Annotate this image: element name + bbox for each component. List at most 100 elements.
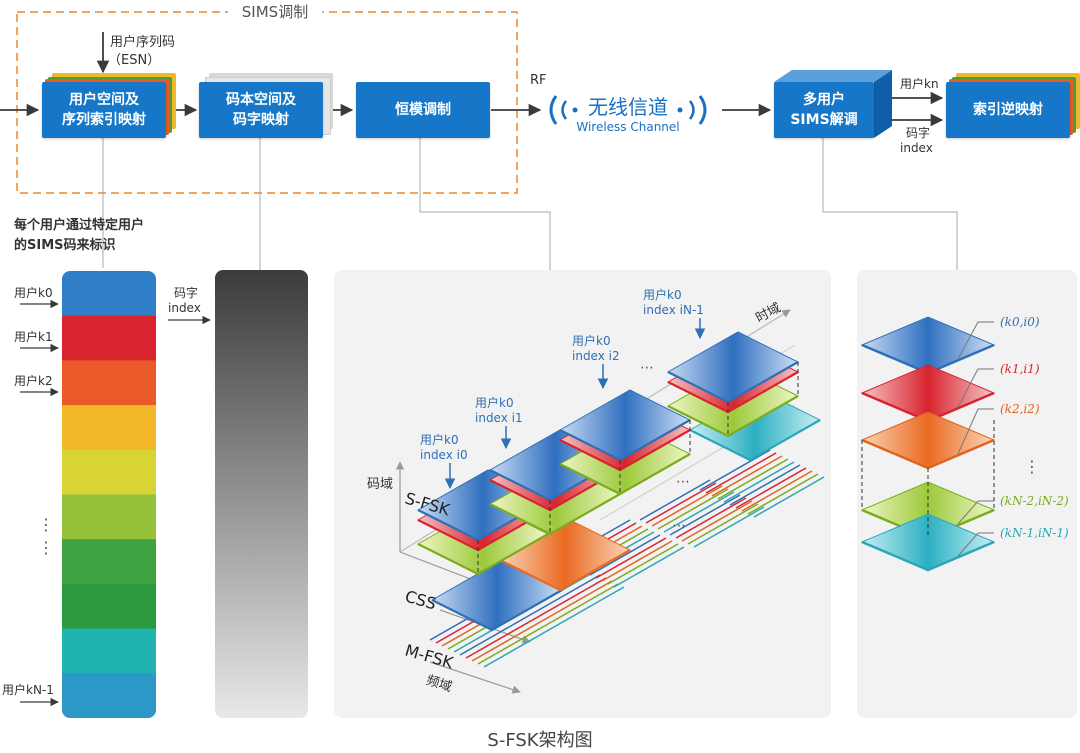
user-bar-segment-6 <box>62 539 156 585</box>
user-space-line2: 序列索引映射 <box>62 112 146 128</box>
mfsk-strip-a-line-9 <box>483 626 555 668</box>
wave-left-outer <box>549 95 558 125</box>
annotation-2: 用户k0 index i2 <box>572 333 620 390</box>
mfsk-strip-d-line-7 <box>681 500 753 542</box>
codebook-line1: 码本空间及 <box>226 92 296 108</box>
mfsk-strip-e-line-0 <box>699 449 771 491</box>
note-line2: 的SIMS码来标识 <box>14 237 116 253</box>
user-bar-segment-0 <box>62 271 156 317</box>
mfsk-strip-d-line-5 <box>669 494 741 536</box>
user-labels: 用户k0 用户k1 用户k2 ⋮ ⋮ 用户kN-1 <box>2 285 59 707</box>
channel-title: 无线信道 <box>588 95 668 119</box>
multi-demod-line2: SIMS解调 <box>790 112 858 128</box>
mfsk-strip-a-line-7 <box>471 620 543 662</box>
label-user-kn: 用户kn <box>900 76 939 91</box>
mfsk-strip-e-line-1 <box>705 452 777 494</box>
figure-caption: S-FSK架构图 <box>487 730 592 751</box>
annotation-0: 用户k0 index i0 <box>420 432 468 490</box>
annotation-3-user: 用户k0 <box>643 287 682 302</box>
annotation-3-index: index iN-1 <box>643 303 704 317</box>
mfsk-strip-b-line-7 <box>541 580 613 622</box>
mfsk-strip-d-line-2 <box>651 485 723 527</box>
mfsk-strip-a-line-6 <box>465 617 537 659</box>
mfsk-strip-c-line-5 <box>589 534 661 576</box>
mfsk-strip-c-line-9 <box>613 546 685 588</box>
user-label-k1: 用户k1 <box>14 329 53 344</box>
mfsk-strip-b-line-9 <box>553 586 625 628</box>
mfsk-strip-e-line-9 <box>753 476 825 518</box>
right-layer-1-leader <box>957 368 994 408</box>
note-line1: 每个用户通过特定用户 <box>14 217 144 233</box>
wave-dot-left <box>572 107 578 113</box>
annotation-0-index: index i0 <box>420 448 468 462</box>
user-bar-segment-8 <box>62 628 156 674</box>
right-layer-4-edge <box>861 540 995 572</box>
wave-right-outer <box>698 95 707 125</box>
right-layer-2-label: (k2,i2) <box>1000 402 1040 416</box>
mfsk-strip-e-line-2 <box>711 455 783 497</box>
orange-plate-mid-edge <box>499 549 631 592</box>
user-label-k0: 用户k0 <box>14 285 53 300</box>
mfsk-strip-c-line-6 <box>595 537 667 579</box>
css-plate-edge <box>431 589 563 632</box>
mfsk-strip-d-line-9 <box>693 506 765 548</box>
mfsk-strip-e-line-8 <box>747 473 819 515</box>
user-label-kn1: 用户kN-1 <box>2 682 54 697</box>
right-layer-0-label: (k0,i0) <box>1000 315 1040 329</box>
freq-axis-line-3 <box>429 661 521 694</box>
user-label-k2: 用户k2 <box>14 373 53 388</box>
mfsk-strip-e-line-6 <box>735 467 807 509</box>
const-mod-box: 恒模调制 <box>356 82 490 138</box>
esn-label-line1: 用户序列码 <box>110 34 175 50</box>
mfsk-strip-e-line-3 <box>717 458 789 500</box>
user-bar-segment-2 <box>62 360 156 406</box>
connector-center-panel <box>419 137 551 270</box>
user-bar-segment-7 <box>62 583 156 630</box>
codeword-gradient-bar <box>215 270 308 718</box>
label-codeword: 码字 <box>906 125 930 140</box>
right-layer-4-label: (kN-1,iN-1) <box>1000 526 1069 540</box>
right-layer-4-leader <box>957 532 994 557</box>
codeword-label-line2: index <box>168 301 201 315</box>
mfsk-strip-d-line-6 <box>675 497 747 539</box>
center-plates <box>416 331 825 668</box>
ellipsis-1: ⋯ <box>640 360 654 376</box>
plate-set-3-green-edge <box>667 395 799 438</box>
annotation-1: 用户k0 index i1 <box>475 395 523 450</box>
plate-set-1-green-edge <box>489 493 621 536</box>
rf-label: RF <box>530 73 547 88</box>
mfsk-strip-e-line-5 <box>729 464 801 506</box>
mfsk-strip-a-line-8 <box>477 623 549 665</box>
wave-right-inner <box>688 100 695 120</box>
annotation-2-index: index i2 <box>572 349 620 363</box>
index-inverse-line1: 索引逆映射 <box>973 102 1043 118</box>
connector-right-panel <box>822 137 958 270</box>
cyan-plate-back-edge <box>689 419 821 462</box>
right-layer-2-leader <box>957 408 994 455</box>
right-layer-1-label: (k1,i1) <box>1000 362 1040 376</box>
mfsk-strip-e-line-7 <box>741 470 813 512</box>
dashed-title-bg <box>228 2 322 22</box>
mfsk-strip-d-line-3 <box>657 488 729 530</box>
annotation-0-user: 用户k0 <box>420 432 459 447</box>
mfsk-strip-d-line-0 <box>639 479 711 521</box>
wave-dot-right <box>677 107 683 113</box>
channel-subtitle: Wireless Channel <box>576 120 679 134</box>
right-dots: ⋮ <box>1024 457 1040 476</box>
ellipsis-2: ⋯ <box>676 474 690 490</box>
mfsk-strip-b-line-5 <box>529 574 601 616</box>
mfsk-strip-d-line-8 <box>687 503 759 545</box>
const-mod-line1: 恒模调制 <box>395 102 451 118</box>
user-bar-segments <box>62 271 156 718</box>
wave-left-inner <box>561 100 568 120</box>
mfsk-strip-e-line-4 <box>723 461 795 503</box>
codeword-label-line1: 码字 <box>174 285 198 300</box>
right-layer-3-label: (kN-2,iN-2) <box>1000 494 1069 508</box>
codebook-line2: 码字映射 <box>233 112 289 128</box>
user-color-bar <box>62 271 156 718</box>
user-space-box: 用户空间及序列索引映射 <box>42 82 166 138</box>
multi-demod-line1: 多用户 <box>803 92 845 108</box>
annotation-1-user: 用户k0 <box>475 395 514 410</box>
user-bar-segment-4 <box>62 449 156 495</box>
